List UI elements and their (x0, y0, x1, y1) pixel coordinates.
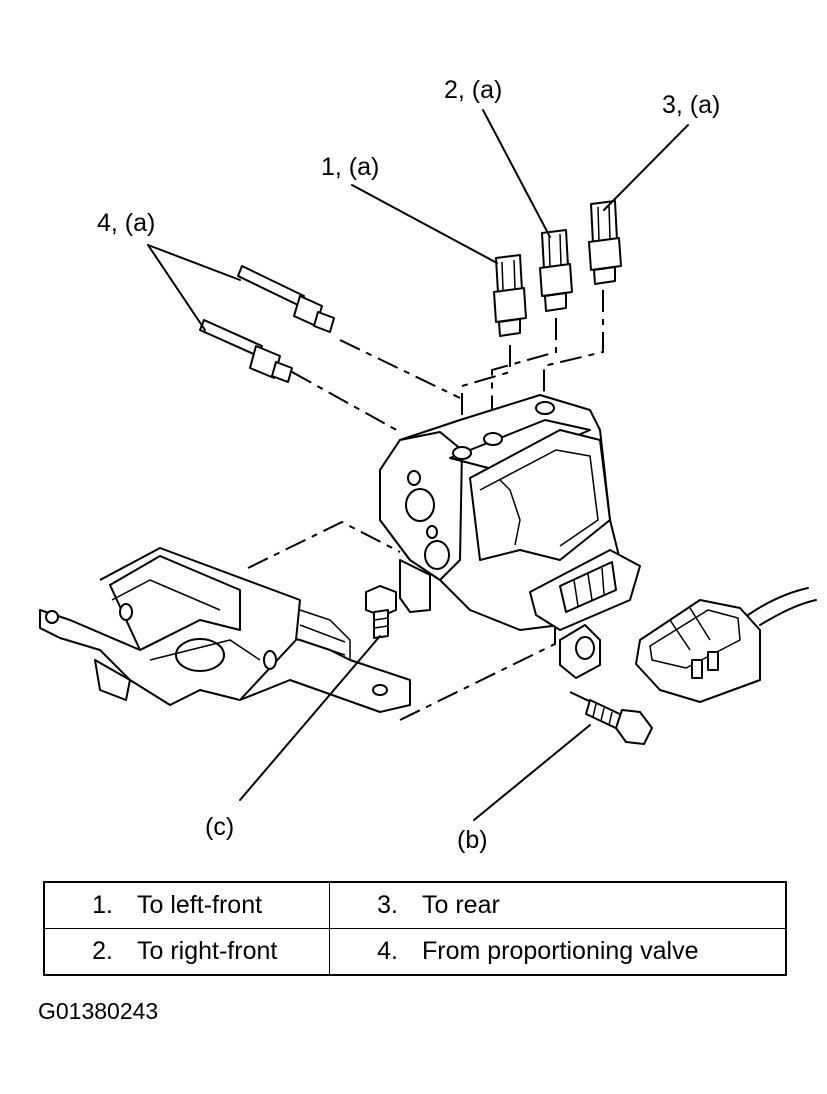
routing-dashed-lines (247, 290, 613, 721)
brake-line-4-proportioning-valve (199, 265, 335, 383)
leader-lines (147, 109, 689, 821)
legend-row: 1. To left-front 3. To rear (43, 881, 787, 929)
legend-table: 1. To left-front 3. To rear 2. To right-fro… (43, 881, 787, 976)
legend-number: 3. (377, 891, 398, 919)
callout-4: 4, (a) (97, 209, 155, 237)
legend-cell: 3. To rear (329, 881, 787, 929)
callout-3: 3, (a) (662, 91, 720, 119)
legend-row: 2. To right-front 4. From proportioning va… (43, 928, 787, 976)
brake-line-3-rear (588, 200, 622, 285)
legend-text: To left-front (137, 891, 263, 919)
legend-text: To rear (422, 891, 500, 919)
legend-cell: 4. From proportioning valve (329, 928, 787, 976)
brake-line-1-left-front (493, 254, 527, 337)
mounting-bracket (39, 547, 411, 713)
callout-b: (b) (457, 826, 488, 854)
abs-hydraulic-unit (379, 394, 641, 679)
legend-text: To right-front (137, 937, 278, 965)
brake-line-2-right-front (539, 229, 573, 312)
legend-number: 2. (92, 937, 113, 965)
bolt-b (585, 699, 653, 745)
legend-cell: 2. To right-front (43, 928, 330, 976)
legend-number: 4. (377, 937, 398, 965)
callout-1: 1, (a) (321, 153, 379, 181)
wiring-harness-connector (635, 587, 817, 703)
legend-number: 1. (92, 891, 113, 919)
figure-id: G01380243 (38, 998, 159, 1024)
abs-hydraulic-unit-diagram: 1, (a) 2, (a) 3, (a) 4, (a) (b) (c) (39, 76, 817, 854)
callout-c: (c) (205, 813, 234, 841)
callout-2: 2, (a) (444, 76, 502, 104)
legend-text: From proportioning valve (422, 937, 699, 965)
legend-cell: 1. To left-front (43, 881, 330, 929)
bolt-c (365, 585, 397, 639)
